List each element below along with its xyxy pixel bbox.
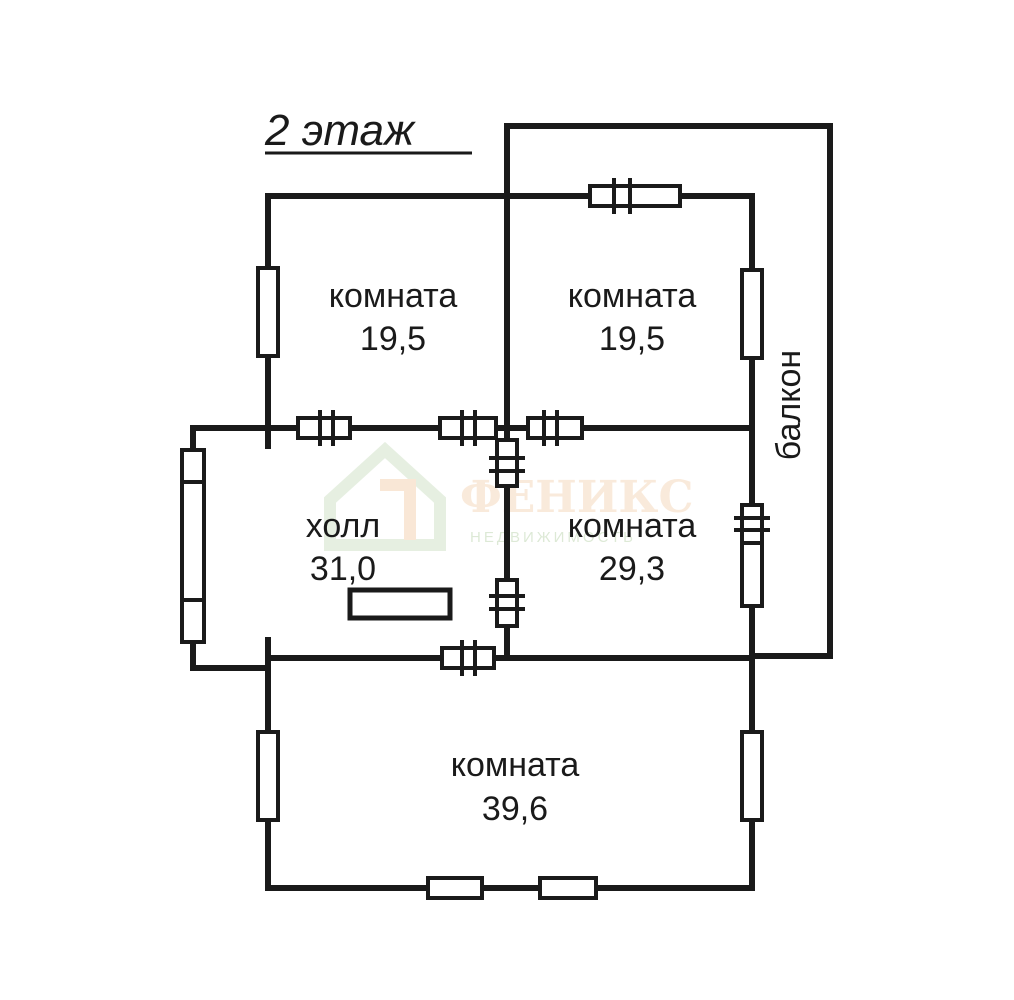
watermark-logo-icon [324, 441, 446, 551]
room-2-name: комната [568, 277, 697, 315]
window [538, 876, 598, 900]
room-4-area: 39,6 [482, 790, 548, 828]
room-4-name: комната [451, 746, 580, 784]
balcony-outline [504, 123, 833, 659]
door [489, 438, 525, 488]
watermark-subtitle: НЕДВИЖИМОСТЬ [470, 529, 636, 546]
room-2-area: 19,5 [599, 320, 665, 358]
door [526, 410, 584, 446]
window [426, 876, 484, 900]
door [440, 640, 496, 676]
door [296, 410, 352, 446]
door [489, 578, 525, 628]
floor-title: 2 этаж [264, 106, 416, 155]
door [734, 503, 770, 545]
window [256, 266, 280, 358]
window [740, 730, 764, 822]
room-1-area: 19,5 [360, 320, 426, 358]
room-3-name: комната [568, 507, 697, 545]
window [740, 268, 764, 360]
hall-area: 31,0 [310, 550, 376, 588]
window [256, 730, 280, 822]
window [180, 448, 206, 644]
balcony-label: балкон [770, 350, 808, 460]
door [588, 178, 682, 214]
staircase [347, 587, 453, 621]
door [438, 410, 498, 446]
room-3-area: 29,3 [599, 550, 665, 588]
hall-name: холл [306, 507, 380, 545]
windows [180, 266, 764, 900]
room-1-name: комната [329, 277, 458, 315]
doors [296, 178, 770, 676]
